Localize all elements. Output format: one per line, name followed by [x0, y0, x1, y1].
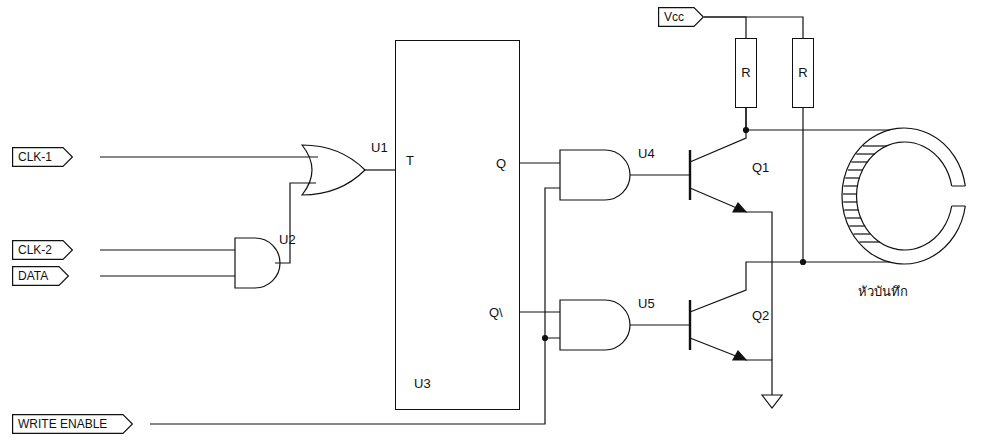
wire	[520, 162, 560, 163]
wire-path	[704, 17, 746, 38]
coil-winding	[863, 145, 887, 146]
signal-flag: WRITE ENABLE	[12, 414, 133, 434]
emitter-arrow	[733, 203, 746, 212]
flag-outline	[13, 267, 69, 286]
or-gate	[302, 145, 365, 195]
junction-dot	[543, 336, 548, 341]
transistor-emitter	[690, 338, 772, 395]
gate-name: U2	[279, 232, 296, 248]
and-gate	[560, 150, 630, 200]
wire	[746, 108, 890, 130]
coil-winding	[851, 161, 867, 162]
gate-name: U1	[371, 140, 388, 156]
node-text: CLK-1	[18, 149, 73, 165]
node-text: CLK-2	[18, 242, 73, 258]
transistor-emitter	[690, 188, 772, 360]
part-name: U3	[414, 376, 431, 392]
transistor-collector	[690, 108, 746, 162]
coil-winding	[843, 201, 857, 202]
node-text: R	[798, 65, 807, 81]
gate-name: U4	[638, 146, 655, 162]
signal-flag: CLK-2	[12, 240, 73, 260]
wire	[630, 175, 690, 325]
coil-winding	[856, 153, 875, 154]
node-text: DATA	[18, 268, 69, 284]
wire	[803, 108, 890, 262]
node-text: R	[741, 65, 750, 81]
wire	[100, 250, 235, 276]
supply-wire	[704, 17, 803, 38]
flag-outline	[13, 241, 73, 260]
node-text: WRITE ENABLE	[18, 416, 133, 432]
gate-name: U5	[638, 296, 655, 312]
junction-dot	[801, 260, 806, 265]
resistor-symbol: R	[735, 38, 757, 108]
transistor-collector	[690, 262, 803, 312]
transistor-name: Q2	[752, 308, 769, 324]
pin-name: Q\	[489, 305, 503, 321]
coil-winding	[848, 169, 863, 170]
pin-name: T	[406, 153, 414, 169]
pin-name: Q	[496, 156, 506, 172]
coil-winding	[859, 241, 880, 242]
coil-winding	[849, 225, 865, 226]
wire-path	[704, 17, 803, 38]
emitter-arrow	[733, 351, 746, 360]
coil-winding	[844, 185, 858, 186]
record-head	[842, 128, 965, 264]
and-gate	[560, 300, 630, 350]
head-core	[842, 128, 965, 264]
junction-dot	[744, 128, 749, 133]
wire	[100, 156, 318, 157]
signal-flag: CLK-1	[12, 147, 73, 167]
flag-outline	[13, 415, 133, 434]
coil-winding	[854, 233, 871, 234]
wire	[365, 169, 395, 170]
signal-flag: DATA	[12, 266, 69, 286]
supply-wire	[704, 17, 746, 38]
coil-winding	[844, 209, 858, 210]
and-gate	[235, 238, 280, 288]
supply-flag: Vcc	[658, 7, 704, 27]
coil-winding	[846, 217, 861, 218]
coil-winding	[845, 177, 860, 178]
transistor-base	[689, 150, 691, 200]
coil-winding	[843, 193, 857, 194]
flag-outline	[13, 148, 73, 167]
flag-outline	[659, 8, 704, 27]
resistor-symbol: R	[792, 38, 814, 108]
transistor-name: Q1	[752, 160, 769, 176]
head-label: หัวบันทึก	[858, 284, 908, 300]
wire	[520, 311, 560, 312]
flip-flop-box: T Q Q\ U3	[395, 40, 520, 410]
node-text: Vcc	[664, 9, 704, 25]
ground-symbol	[762, 395, 782, 408]
transistor-base	[689, 300, 691, 350]
